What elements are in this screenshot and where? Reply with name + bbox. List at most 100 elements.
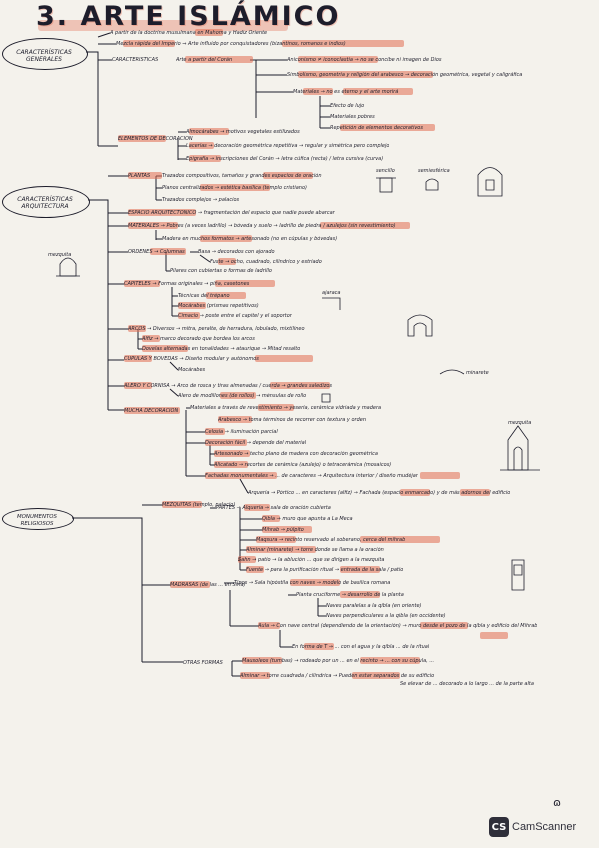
highlight-mark	[255, 355, 313, 362]
section-label-arquitectura: CARACTERÍSTICAS ARQUITECTURA	[17, 196, 73, 210]
note-line: Cimacio → poste entre el capitel y el so…	[178, 313, 292, 319]
note-line: Alfiz → marco decorado que bordea los ar…	[142, 336, 255, 342]
highlight-mark	[258, 404, 294, 411]
note-line: CARACTERÍSTICAS	[112, 57, 159, 63]
note-line: Se elevar de ... decorado a lo largo ...…	[400, 681, 534, 687]
note-line: Materiales → no es eterno y el arte mori…	[293, 89, 399, 95]
note-line: Maqsura → recinto reservado al soberano,…	[256, 537, 406, 543]
sketch-label-ajaraca: ajaraca	[322, 290, 341, 296]
highlight-mark	[360, 657, 420, 664]
highlight-mark	[118, 135, 166, 142]
section-box-generales	[2, 38, 88, 70]
note-line: CÚPULAS Y BÓVEDAS → Diseño modular y aut…	[124, 356, 259, 362]
highlight-mark	[205, 439, 247, 446]
highlight-mark	[205, 428, 225, 435]
note-line: Aniconismo ≠ iconoclastia → no se concib…	[287, 57, 442, 63]
sketch-label-sencillo: sencillo	[376, 168, 395, 174]
note-line: Alminar → torre cuadrada / cilíndrica → …	[240, 673, 435, 679]
highlight-mark	[420, 622, 468, 629]
section-box-arquitectura	[2, 186, 90, 218]
note-line: Naves perpendiculares a la qibla (en occ…	[326, 613, 446, 619]
highlight-mark	[270, 382, 330, 389]
highlight-mark	[200, 235, 252, 242]
highlight-mark	[460, 489, 490, 496]
note-line: Materiales a través de revestimiento → y…	[190, 405, 382, 411]
highlight-mark	[400, 489, 430, 496]
highlight-mark	[218, 416, 252, 423]
page-title: 3. ARTE ISLÁMICO	[36, 1, 341, 32]
note-line: Tipos → Sala hipóstila con naves → model…	[234, 580, 391, 586]
highlight-mark	[340, 124, 435, 131]
highlight-mark	[124, 407, 180, 414]
note-line: Mezcla rápida del Imperio ⇒ Arte influid…	[116, 41, 346, 47]
signature-mark: ɷ	[553, 796, 562, 809]
highlight-mark	[298, 71, 433, 78]
highlight-mark	[340, 591, 380, 598]
note-line: CAPITELES → Formas originales → piña, ca…	[124, 281, 250, 287]
note-line: Decoración fácil → depende del material	[205, 440, 307, 446]
note-line: ARCOS → Diversos → mitra, peralte, de he…	[128, 326, 305, 332]
note-line: Planos centralizados → estética basílica…	[162, 185, 307, 191]
highlight-mark	[420, 472, 460, 479]
section-box-religiosos	[2, 508, 74, 530]
highlight-mark	[142, 345, 188, 352]
note-line: Basa → decorados con ajorado	[198, 249, 275, 255]
highlight-mark	[206, 292, 246, 299]
note-line: Arte a partir del Corán	[176, 57, 233, 63]
note-line: Celosía → iluminación parcial	[205, 429, 278, 435]
note-line: Alminar (minarete) → torre donde se llam…	[246, 547, 384, 553]
highlight-mark	[214, 450, 250, 457]
note-line: Fachadas monumentales → ... de caractere…	[205, 473, 418, 479]
note-line: Mocárabes	[178, 367, 206, 373]
highlight-mark	[128, 172, 162, 179]
highlight-mark	[340, 566, 380, 573]
highlight-mark	[320, 222, 410, 229]
highlight-mark	[128, 222, 178, 229]
note-line: Almocárabes → motivos vegetales estiliza…	[186, 129, 300, 135]
note-line: Efecto de lujo	[330, 103, 365, 109]
highlight-mark	[214, 461, 248, 468]
note-line: ESPACIO ARQUITECTÓNICO → fragmentación d…	[128, 210, 335, 216]
note-line: A partir de la doctrina musulmana en Mah…	[110, 30, 268, 36]
camscanner-logo-icon: CS	[489, 817, 509, 837]
highlight-mark	[218, 258, 236, 265]
highlight-mark	[128, 209, 196, 216]
note-line: Mihrab → púlpito	[262, 527, 304, 533]
note-line: PARTES → Alquería → sala de oración cubi…	[216, 505, 331, 511]
highlight-mark	[215, 280, 275, 287]
note-line: Arquería → Pórtico ... en caracteres (al…	[248, 490, 511, 496]
highlight-mark	[262, 526, 312, 533]
highlight-mark	[195, 29, 223, 36]
note-line: Pilares con cubiertas o formas de ladril…	[170, 268, 272, 274]
note-line: Fuste → ocho, cuadrado, cilíndrico y est…	[210, 259, 322, 265]
note-line: Trazados compositivos, tamaños y grandes…	[162, 173, 322, 179]
highlight-mark	[282, 40, 404, 47]
highlight-mark	[123, 40, 175, 47]
note-line: MATERIALES → Pobres (a veces ladrillo) →…	[128, 223, 396, 229]
highlight-mark	[189, 128, 229, 135]
highlight-mark	[170, 581, 210, 588]
highlight-mark	[220, 392, 256, 399]
highlight-mark	[124, 382, 152, 389]
note-line: Repetición de elementos decorativos	[330, 125, 423, 131]
sketch-label-mezquita-2: mezquita	[508, 420, 532, 426]
sketch-label-mezquita-1: mezquita	[48, 252, 72, 258]
highlight-mark	[246, 566, 264, 573]
highlight-mark	[128, 325, 146, 332]
highlight-mark	[142, 335, 160, 342]
note-line: Epigrafía → inscripciones del Corán → le…	[186, 156, 384, 162]
highlight-mark	[150, 248, 186, 255]
highlight-mark	[178, 302, 206, 309]
highlight-mark	[124, 280, 160, 287]
note-line: Naves paralelas a la qibla (en oriente)	[326, 603, 422, 609]
highlight-mark	[200, 184, 270, 191]
note-line: ELEMENTOS DE DECORACIÓN	[118, 136, 193, 142]
camscanner-logo-text: CamScanner	[512, 821, 577, 833]
highlight-mark	[185, 56, 253, 63]
highlight-mark	[290, 579, 340, 586]
note-line: Mocárabes (prismas repetitivos)	[178, 303, 259, 309]
highlight-mark	[258, 622, 280, 629]
note-line: En forma de T → ... con el agua y la qib…	[292, 644, 430, 650]
title-highlight	[38, 20, 288, 31]
